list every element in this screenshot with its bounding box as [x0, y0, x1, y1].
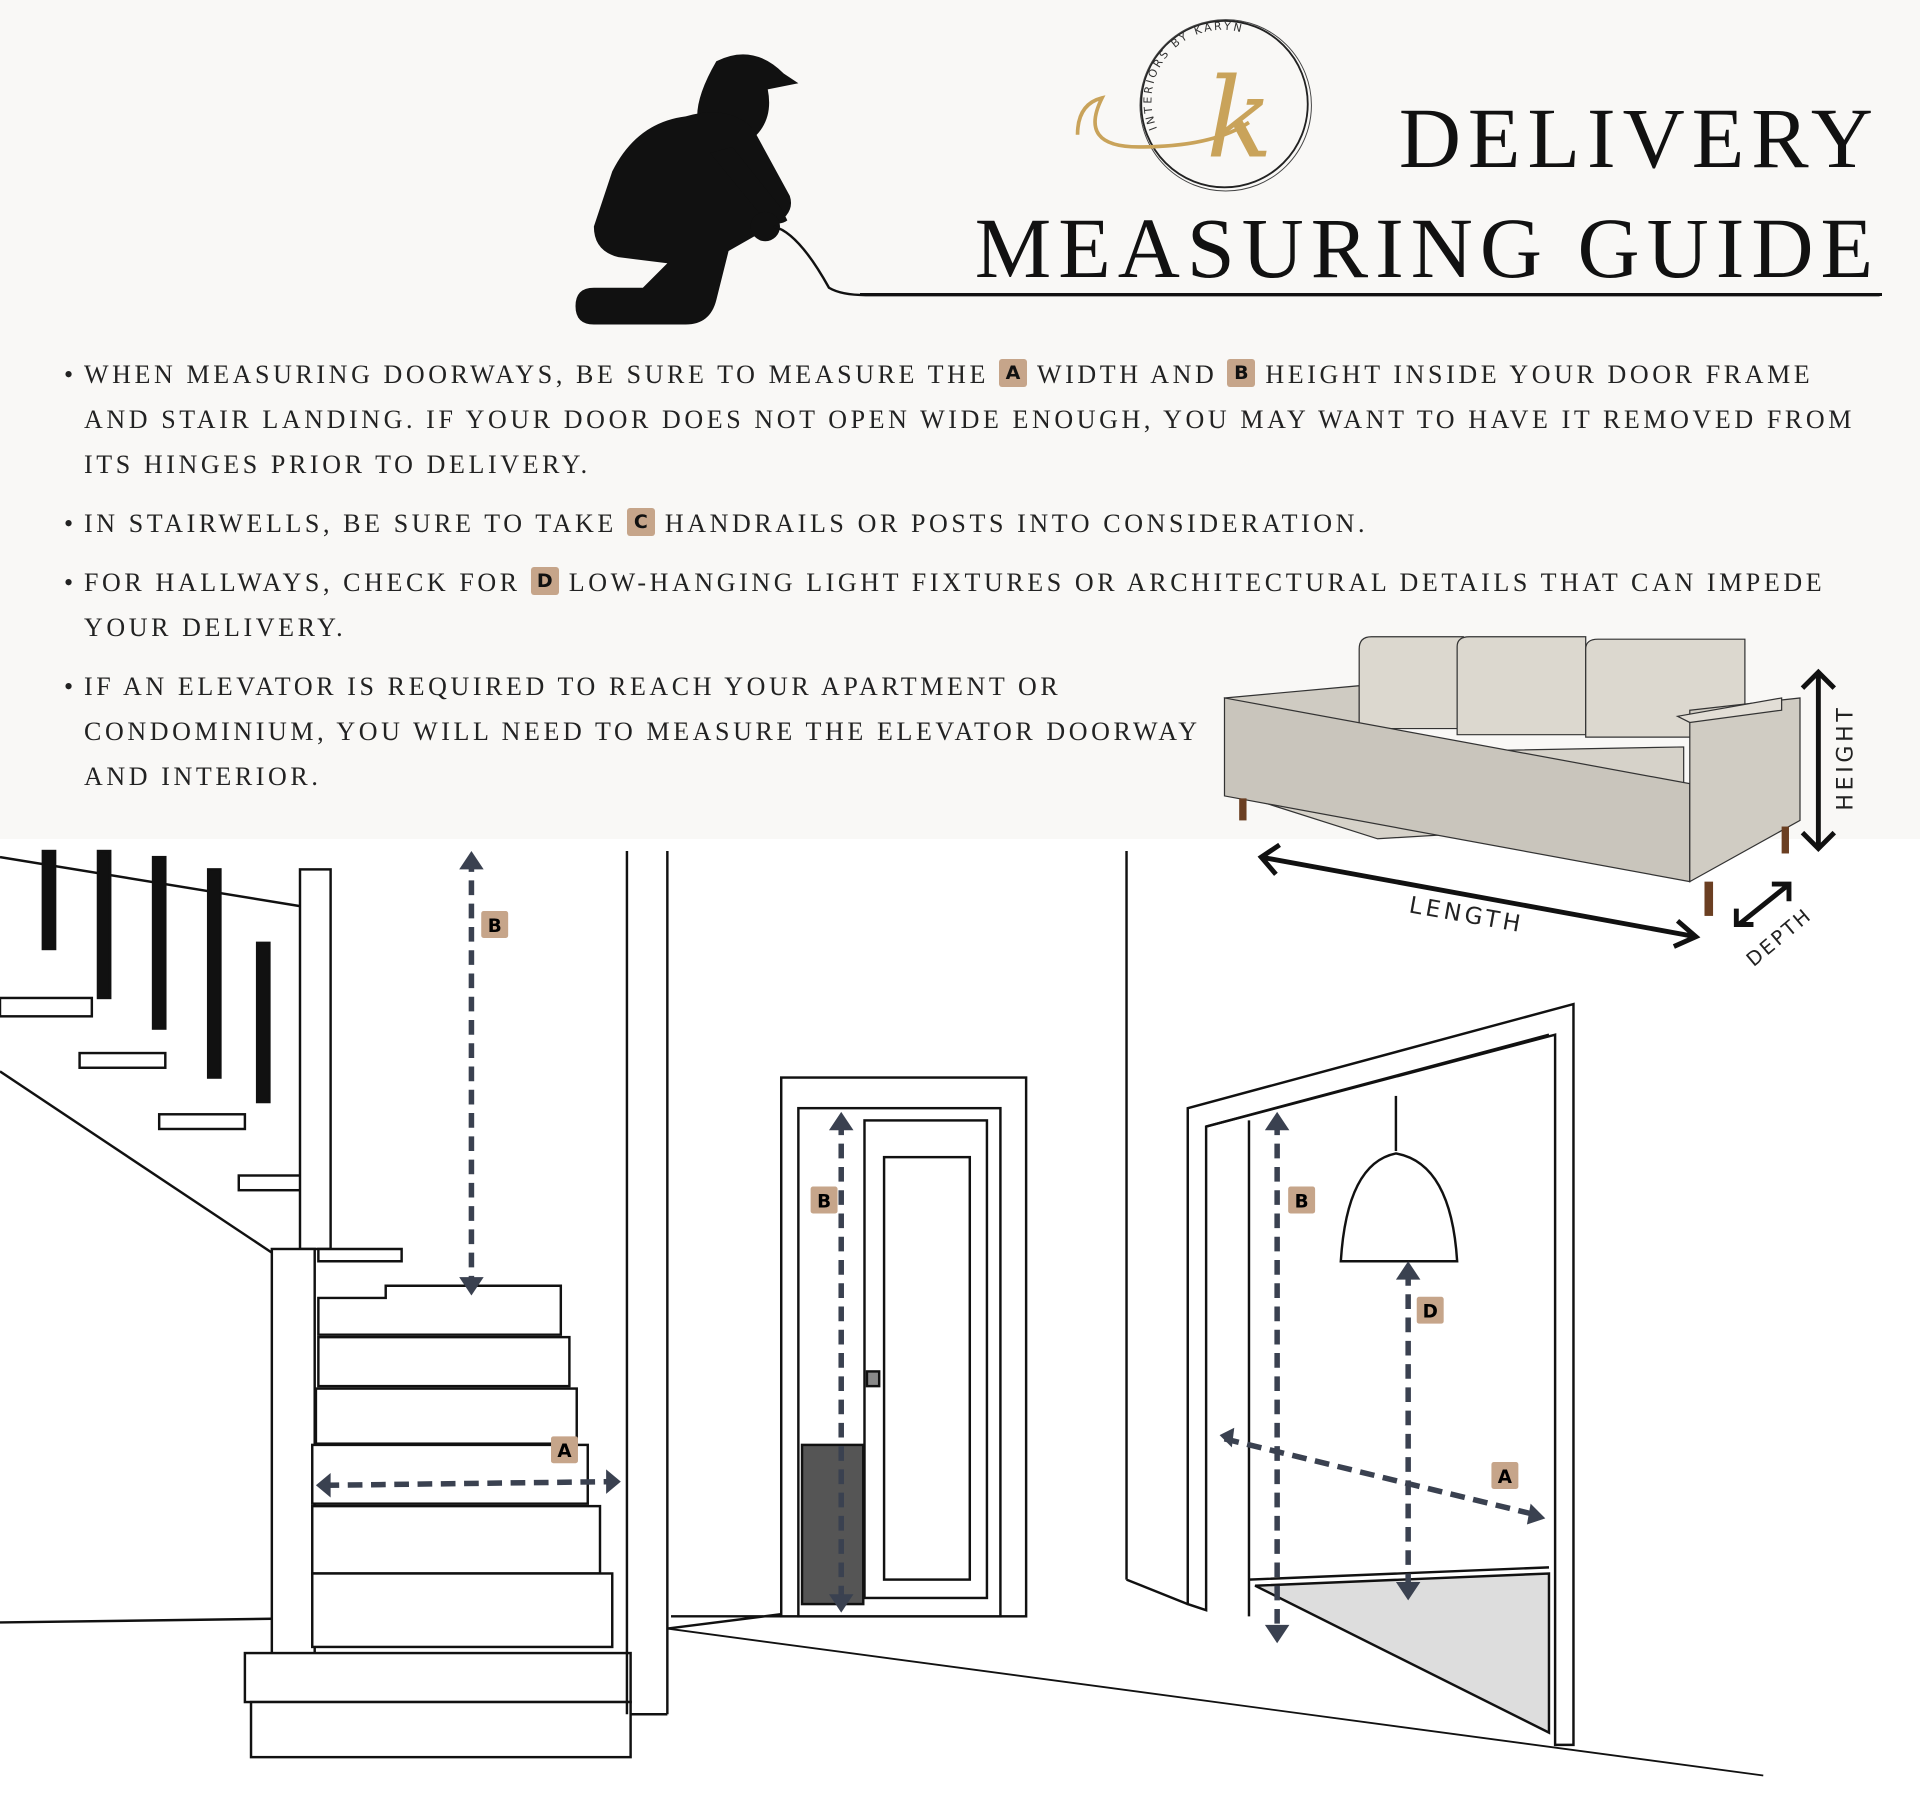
staircase-illustration [0, 849, 1764, 1777]
title-delivery: DELIVERY [1398, 90, 1880, 186]
interiors-by-karyn-logo: k INTERIORS BY KARYN [1075, 19, 1312, 192]
title-measuring-guide: MEASURING GUIDE [974, 200, 1880, 296]
badge-c: C [626, 508, 655, 536]
height-label: HEIGHT [1834, 704, 1859, 810]
worker-measuring-icon [575, 54, 799, 325]
badge-a: A [998, 359, 1027, 387]
elevator-illustration [1186, 1002, 1575, 1747]
arrow-heads [315, 851, 1546, 1644]
svg-text:B: B [488, 916, 502, 937]
svg-text:k: k [1206, 55, 1273, 183]
measurement-arrows [324, 857, 1542, 1635]
sofa-illustration [1223, 636, 1801, 916]
svg-text:A: A [557, 1441, 572, 1462]
badge-b: B [1227, 359, 1256, 387]
badge-d: D [530, 567, 559, 595]
instruction-elevator: IF AN ELEVATOR IS REQUIRED TO REACH YOUR… [64, 664, 1204, 799]
svg-text:D: D [1423, 1302, 1438, 1323]
title-underline [860, 293, 1882, 296]
tape-line [773, 225, 1880, 297]
instructions-list: WHEN MEASURING DOORWAYS, BE SURE TO MEAS… [64, 352, 1864, 813]
diagram-badges: B A B B D A [481, 911, 1519, 1489]
svg-text:A: A [1498, 1467, 1513, 1488]
svg-text:B: B [817, 1191, 831, 1212]
length-label: LENGTH [1407, 892, 1526, 939]
instruction-stairwells: IN STAIRWELLS, BE SURE TO TAKECHANDRAILS… [64, 501, 1864, 546]
instruction-doorways: WHEN MEASURING DOORWAYS, BE SURE TO MEAS… [64, 352, 1864, 487]
svg-text:B: B [1295, 1191, 1309, 1212]
sofa-dimension-arrows [1257, 668, 1837, 949]
doorway-illustration [780, 1076, 1028, 1618]
